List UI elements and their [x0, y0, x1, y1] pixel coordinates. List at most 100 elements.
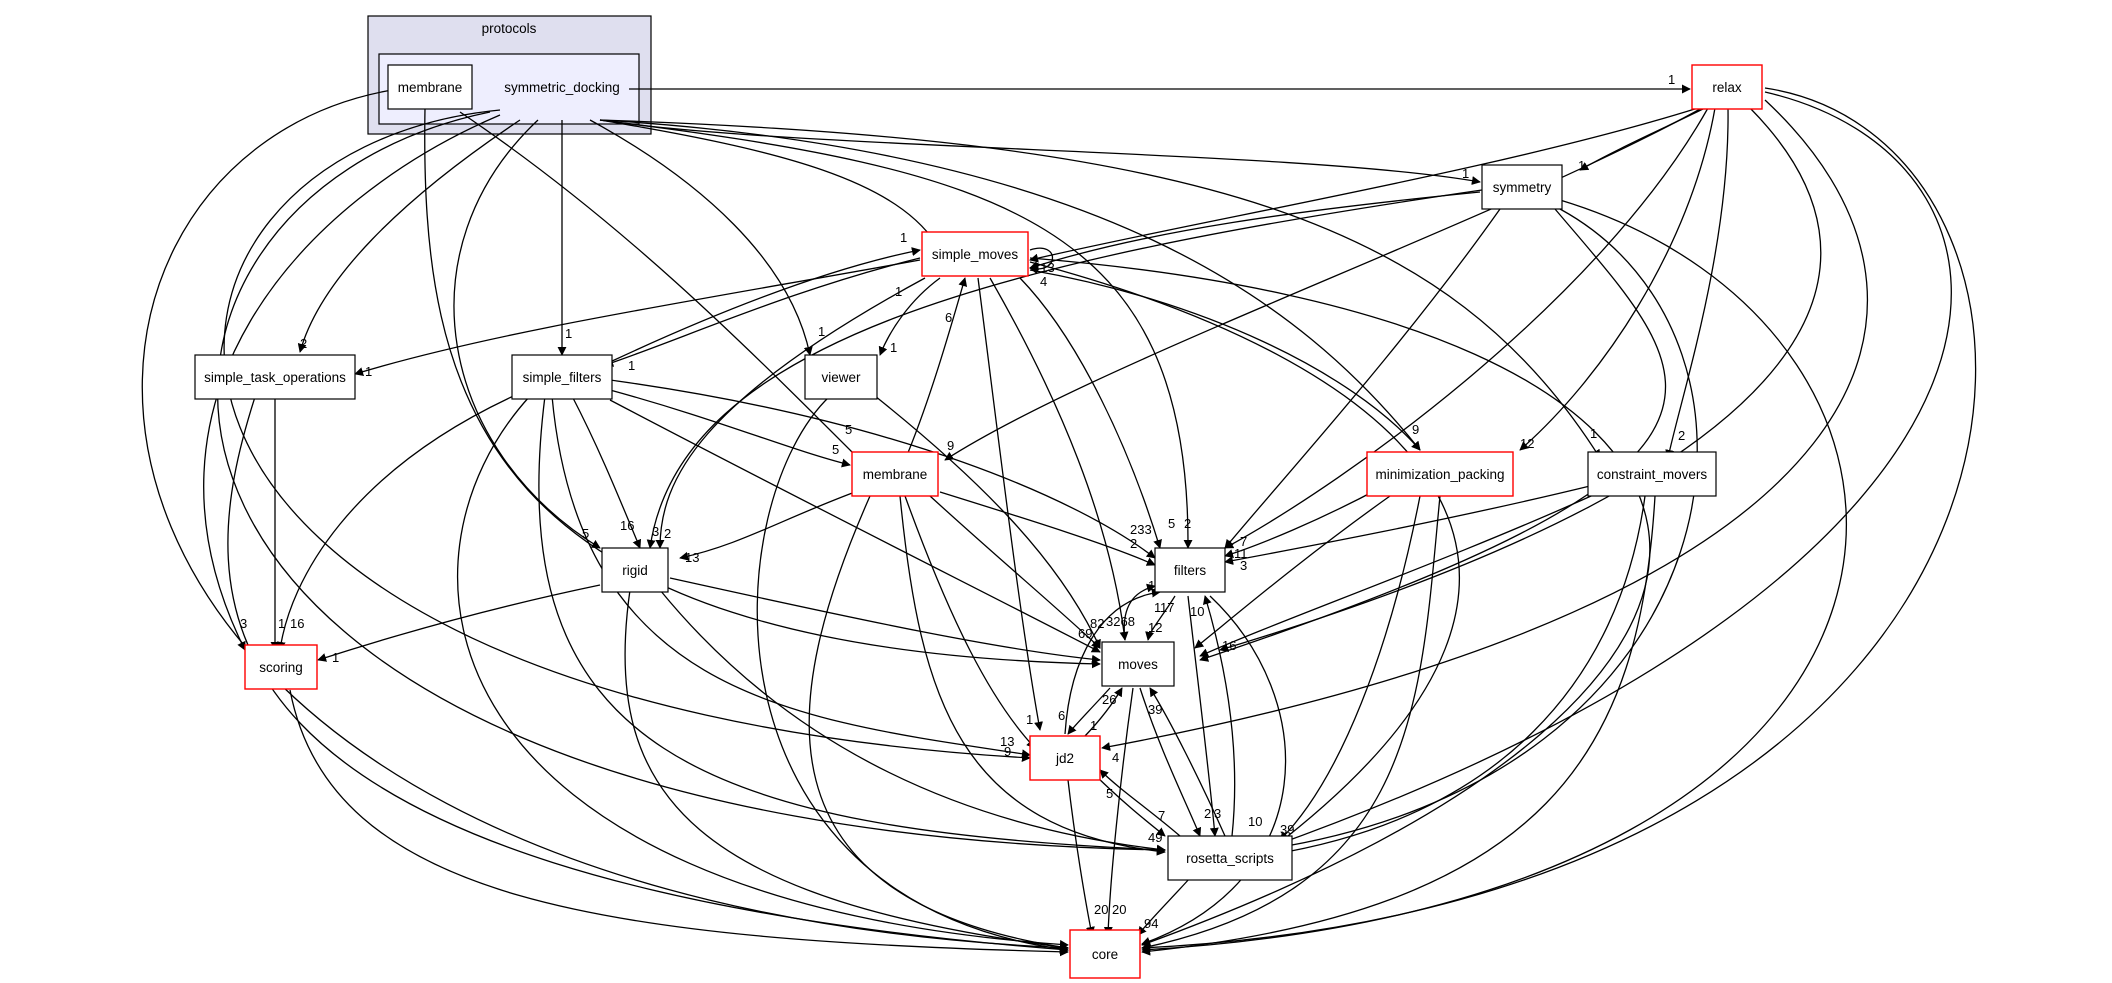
dependency-edge	[1029, 269, 1421, 451]
dependency-edge	[317, 584, 601, 662]
edge-label: 26	[1102, 692, 1116, 707]
dependency-edge	[1519, 107, 1716, 451]
dependency-edge	[609, 389, 851, 468]
edge-label: 7	[1158, 808, 1165, 823]
node-membrane[interactable]: membrane	[851, 451, 939, 497]
dependency-edge	[589, 119, 813, 356]
node-simple-moves[interactable]: simple_moves	[921, 231, 1029, 277]
edge-label: 2	[1678, 428, 1685, 443]
node-scoring[interactable]: scoring	[244, 644, 318, 690]
node-rosetta-scripts[interactable]: rosetta_scripts	[1167, 835, 1293, 881]
dependency-edge	[599, 119, 1421, 451]
dependency-edge	[1202, 595, 1236, 837]
node-core[interactable]: core	[1069, 929, 1141, 979]
edge-label: 3268	[1106, 614, 1135, 629]
svg-text:core: core	[1092, 947, 1118, 962]
edge-label: 1	[1026, 712, 1033, 727]
edges	[141, 84, 1977, 957]
node-viewer[interactable]: viewer	[804, 354, 878, 400]
edge-label: 6	[945, 310, 952, 325]
dependency-edge	[808, 495, 1069, 952]
dependency-edge	[1137, 877, 1191, 936]
node-filters[interactable]: filters	[1154, 547, 1226, 593]
dependency-edge	[1089, 769, 1166, 837]
edge-label: 39	[1148, 702, 1162, 717]
edge-label: 3	[1240, 558, 1247, 573]
dependency-edge	[1067, 687, 1111, 735]
dependency-edge	[878, 277, 941, 356]
svg-text:moves: moves	[1118, 657, 1158, 672]
edge-label: 113	[1034, 260, 1055, 275]
edge-label: 13	[1000, 734, 1014, 749]
node-relax[interactable]: relax	[1691, 64, 1763, 110]
node-simple-task-operations[interactable]: simple_task_operations	[194, 354, 356, 400]
cluster-protocols-label: protocols	[482, 21, 537, 36]
edge-label: 94	[1144, 916, 1158, 931]
svg-text:relax: relax	[1712, 80, 1742, 95]
dependency-edge	[551, 395, 1031, 759]
dependency-edge	[1261, 208, 1698, 854]
dependency-edge	[1029, 107, 1699, 263]
dependency-edge	[659, 589, 1166, 854]
dependency-edge	[904, 277, 968, 461]
edge-label: 1	[1578, 158, 1585, 173]
svg-text:scoring: scoring	[259, 660, 303, 675]
edge-label: 82	[1090, 616, 1104, 631]
dependency-edge	[1103, 687, 1134, 936]
dependency-edge	[1199, 208, 1667, 662]
dependency-edge	[217, 111, 1166, 855]
edge-label: 1	[818, 324, 825, 339]
svg-text:symmetry: symmetry	[1493, 180, 1552, 195]
edge-label: 5	[582, 526, 589, 541]
dependency-edge	[1187, 595, 1219, 837]
dependency-edge	[599, 119, 941, 251]
node-simple-filters[interactable]: simple_filters	[511, 354, 613, 400]
node-symmetry[interactable]: symmetry	[1481, 164, 1563, 210]
edge-label: 1	[1090, 718, 1097, 733]
edge-label: 7	[1240, 534, 1247, 549]
edge-label: 9	[1412, 422, 1419, 437]
dependency-edge	[1141, 495, 1656, 956]
dependency-edge	[1261, 91, 1952, 852]
dependency-edge	[1019, 277, 1162, 549]
edge-label: 4	[1112, 750, 1119, 765]
edge-label: 1	[1590, 426, 1597, 441]
edge-label: 16	[620, 518, 634, 533]
dependency-edge	[1141, 495, 1441, 951]
edge-label: 10	[1190, 604, 1204, 619]
node-membrane-local[interactable]: membrane	[387, 64, 473, 110]
dependency-edge	[571, 395, 642, 549]
edge-label: 9	[947, 438, 954, 453]
edge-label: 1	[565, 326, 572, 341]
svg-text:membrane: membrane	[398, 80, 463, 95]
edge-label: 1	[900, 230, 907, 245]
node-symmetric-docking[interactable]: symmetric_docking	[504, 80, 620, 95]
edge-label: 5	[1106, 786, 1113, 801]
node-minimization-packing[interactable]: minimization_packing	[1366, 451, 1514, 497]
edge-label: 39	[1280, 822, 1294, 837]
edge-label: 69	[1078, 626, 1092, 641]
edge-labels: 1 1 1 1 3 113 4 2 1 1 1 1 6 1 1 9 12 1 2…	[240, 72, 1685, 931]
edge-label: 3	[652, 524, 659, 539]
dependency-edge	[424, 107, 1101, 669]
edge-label: 5	[832, 442, 839, 457]
node-jd2[interactable]: jd2	[1029, 735, 1101, 781]
dependency-edge	[679, 491, 856, 561]
dependency-edge	[1064, 588, 1161, 735]
edge-label: 1	[278, 616, 285, 631]
dependency-edge	[1084, 687, 1123, 737]
dependency-edge	[1029, 257, 1651, 947]
edge-label: 2	[300, 336, 307, 351]
dependency-edge	[655, 277, 926, 549]
dependency-edge	[609, 379, 1156, 559]
dependency-edge	[944, 107, 1703, 461]
edge-label: 16	[290, 616, 304, 631]
node-constraint-movers[interactable]: constraint_movers	[1587, 451, 1717, 497]
node-moves[interactable]: moves	[1101, 641, 1175, 687]
edge-label: 11	[1234, 546, 1248, 561]
dependency-edge	[459, 111, 861, 461]
dependency-edge	[1067, 779, 1095, 936]
edge-label: 1	[332, 650, 339, 665]
node-rigid[interactable]: rigid	[601, 547, 669, 593]
edge-label: 2	[1130, 536, 1137, 551]
